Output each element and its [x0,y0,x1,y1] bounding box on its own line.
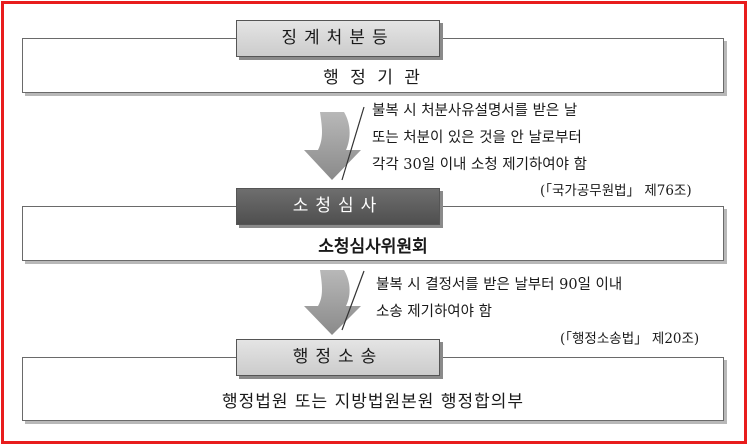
step-1-note-line: 불복 시 처분사유설명서를 받은 날 [372,103,578,119]
stage-2-box-text: 소청심사위원회 [318,237,428,257]
stage-3-box-text: 행정법원 또는 지방법원본원 행정합의부 [221,392,525,412]
step-2-note-line: 소송 제기하여야 함 [376,304,492,320]
step-2-note: 불복 시 결정서를 받은 날부터 90일 이내 소송 제기하여야 함 [376,272,622,326]
step-1-note-line: 각각 30일 이내 소청 제기하여야 함 [372,157,587,173]
step-1-note-line: 또는 처분이 있은 것을 안 날로부터 [372,130,582,146]
step-2-reference: (「행정소송법」 제20조) [560,331,700,347]
step-1-reference: (「국가공무원법」 제76조) [540,183,692,199]
step-1-note: 불복 시 처분사유설명서를 받은 날 또는 처분이 있은 것을 안 날로부터 각… [372,98,587,179]
stage-3-tab: 행정소송 [236,339,440,376]
step-2-note-line: 불복 시 결정서를 받은 날부터 90일 이내 [376,277,623,293]
step-2-callout-line [341,270,365,331]
stage-2-tab: 소청심사 [236,188,440,225]
step-1-callout-line [341,106,365,181]
stage-1-box-text: 행 정 기 관 [323,68,423,88]
stage-3-box: 행정법원 또는 지방법원본원 행정합의부 [22,357,724,421]
stage-1-tab: 징계처분등 [236,20,440,57]
